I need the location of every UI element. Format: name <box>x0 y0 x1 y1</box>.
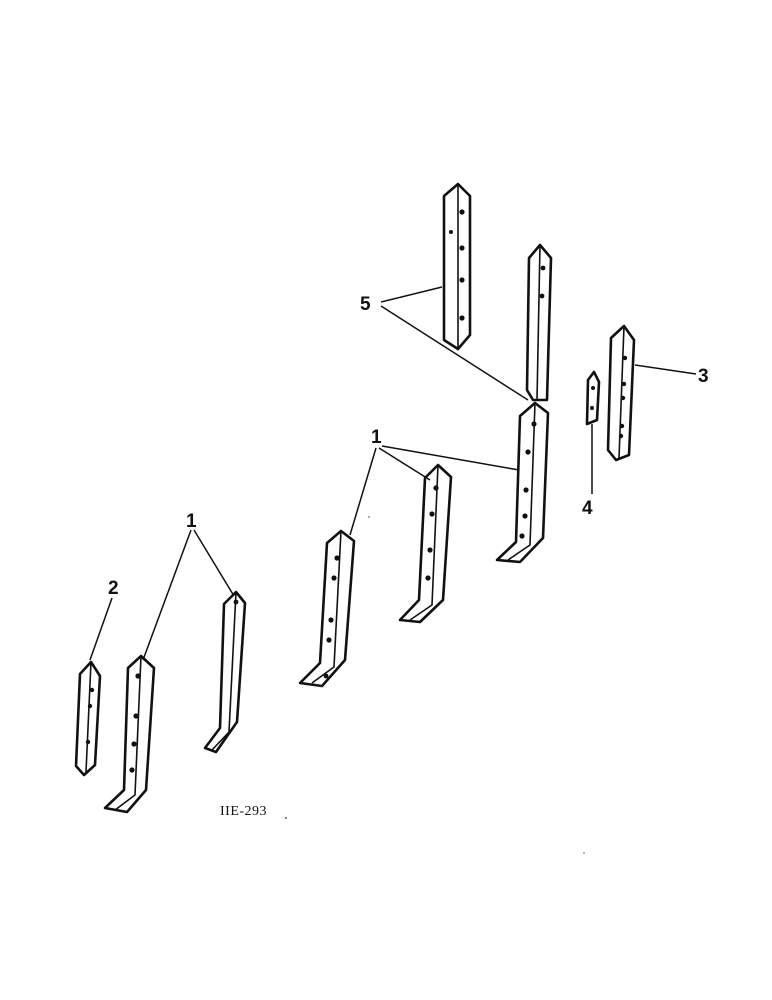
bracket-part-3 <box>606 324 636 462</box>
scan-speck <box>285 817 287 819</box>
shank-part-1-center-middle <box>398 463 453 624</box>
scan-speck <box>368 516 370 518</box>
callout-3: 3 <box>698 366 709 387</box>
callout-1-left: 1 <box>186 511 197 532</box>
shank-part-1-left-bent <box>103 654 156 814</box>
bar-part-5-lower <box>525 243 553 402</box>
shank-part-1-left-tall <box>203 590 247 754</box>
scan-speck <box>583 852 585 854</box>
shank-part-1-center-left <box>298 529 356 688</box>
bar-part-5-upper <box>442 182 472 351</box>
callout-1-center: 1 <box>371 427 382 448</box>
shank-part-1-center-right <box>495 401 550 564</box>
plate-part-2 <box>74 660 102 777</box>
callout-4: 4 <box>582 498 593 519</box>
callout-2: 2 <box>108 578 119 599</box>
drawing-code: IIE-293 <box>220 804 267 819</box>
plate-part-4 <box>585 370 601 426</box>
leader-lines <box>89 286 697 661</box>
callout-5: 5 <box>360 294 371 315</box>
